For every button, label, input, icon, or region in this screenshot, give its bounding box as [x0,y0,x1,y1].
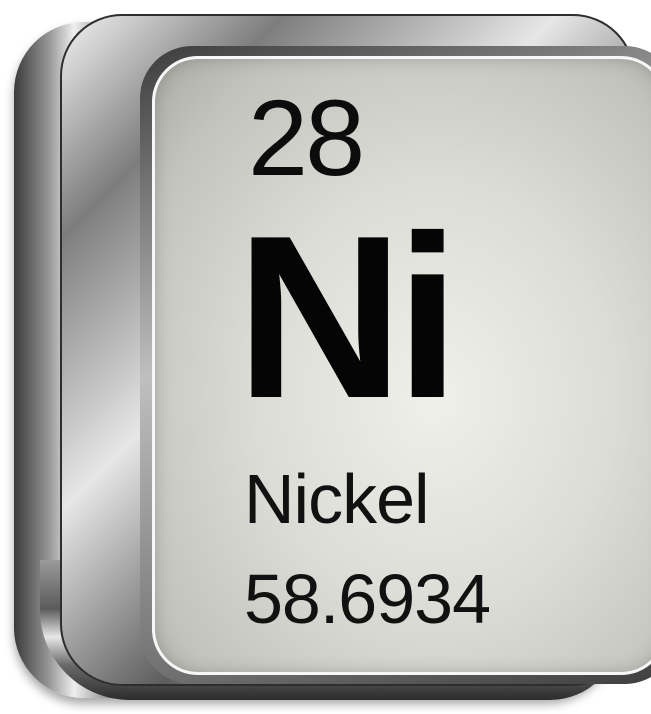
tile-face: 28 Ni Nickel 58.6934 [152,56,651,675]
tile-chrome-bezel: 28 Ni Nickel 58.6934 [60,14,651,686]
atomic-number: 28 [248,77,365,198]
atomic-mass: 58.6934 [244,560,491,638]
element-name: Nickel [244,460,430,538]
element-symbol: Ni [236,188,460,447]
